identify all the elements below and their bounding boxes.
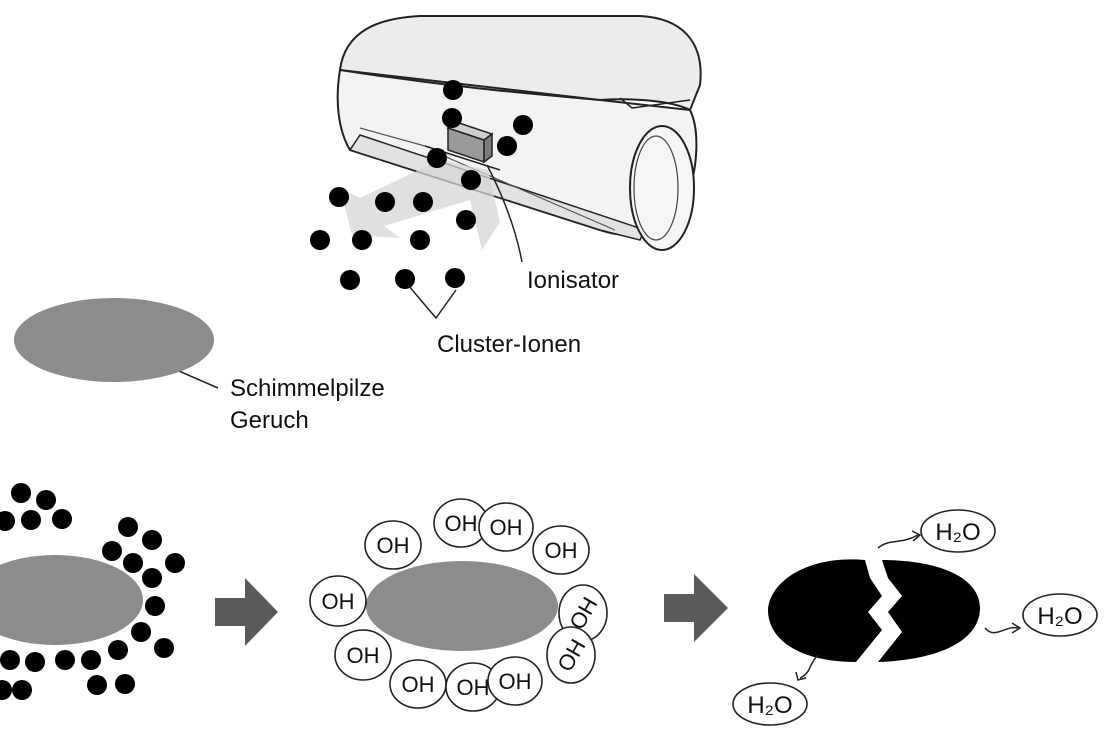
- mold-particle: [14, 298, 214, 382]
- positive-ion-icon: [513, 115, 533, 135]
- stage-ions-attach: [0, 483, 185, 700]
- negative-ion-icon: [123, 553, 143, 573]
- positive-ion-icon: [410, 230, 430, 250]
- positive-ion-icon: [461, 170, 481, 190]
- oh-radical: OH: [532, 525, 590, 575]
- oh-radical: OH: [433, 498, 489, 548]
- positive-ion-icon: [165, 553, 185, 573]
- broken-particle-right: [878, 560, 980, 662]
- positive-ion-icon: [0, 511, 15, 531]
- air-conditioner-unit: [336, 15, 702, 251]
- oh-radical: OH: [546, 626, 596, 684]
- oh-radical: OH: [309, 575, 367, 627]
- oh-radical: OH: [487, 656, 543, 706]
- process-arrow-icon: [215, 578, 278, 646]
- negative-ion-icon: [21, 510, 41, 530]
- positive-ion-icon: [445, 268, 465, 288]
- cluster-ions-label: Cluster-Ionen: [437, 331, 581, 358]
- negative-ion-icon: [497, 136, 517, 156]
- oh-radical-group: OH OH OH OH OH OH: [309, 498, 608, 712]
- water-molecule: H₂O: [877, 509, 996, 553]
- negative-ion-icon: [115, 674, 135, 694]
- positive-ion-icon: [413, 192, 433, 212]
- broken-particle-left: [768, 559, 882, 662]
- positive-ion-icon: [310, 230, 330, 250]
- mold-particle-with-oh: [366, 561, 558, 651]
- oh-radical: OH: [334, 629, 392, 681]
- oh-radical: OH: [389, 659, 447, 709]
- positive-ion-icon: [102, 541, 122, 561]
- water-molecule: H₂O: [984, 593, 1098, 637]
- positive-ion-icon: [25, 652, 45, 672]
- water-label: H₂O: [935, 519, 980, 546]
- positive-ion-icon: [329, 187, 349, 207]
- oh-label: OH: [322, 589, 355, 614]
- mold-particle-with-ions: [0, 555, 143, 645]
- oh-label: OH: [402, 672, 435, 697]
- oh-label: OH: [347, 643, 380, 668]
- negative-ion-icon: [375, 192, 395, 212]
- mold-label: Schimmelpilze: [230, 375, 385, 402]
- oh-radical: OH: [445, 662, 501, 712]
- negative-ion-icon: [427, 148, 447, 168]
- process-arrow-icon: [664, 574, 728, 642]
- oh-label: OH: [499, 669, 532, 694]
- positive-ion-icon: [87, 675, 107, 695]
- negative-ion-icon: [108, 640, 128, 660]
- oh-label: OH: [545, 538, 578, 563]
- stage-hydroxyl: OH OH OH OH OH OH: [309, 498, 608, 712]
- negative-ion-icon: [395, 269, 415, 289]
- oh-label: OH: [377, 533, 410, 558]
- negative-ion-icon: [142, 530, 162, 550]
- positive-ion-icon: [442, 108, 462, 128]
- negative-ion-icon: [443, 80, 463, 100]
- positive-ion-icon: [52, 509, 72, 529]
- positive-ion-icon: [81, 650, 101, 670]
- positive-ion-icon: [131, 622, 151, 642]
- negative-ion-icon: [340, 270, 360, 290]
- oh-radical: OH: [364, 520, 422, 570]
- negative-ion-icon: [11, 483, 31, 503]
- oh-label: OH: [490, 515, 523, 540]
- odor-label: Geruch: [230, 407, 309, 434]
- positive-ion-icon: [118, 517, 138, 537]
- stage-decomposed: H₂O H₂O H₂O: [732, 509, 1098, 726]
- oh-radical: OH: [478, 502, 534, 552]
- negative-ion-icon: [456, 210, 476, 230]
- positive-ion-icon: [154, 638, 174, 658]
- positive-ion-icon: [36, 490, 56, 510]
- water-molecule: H₂O: [732, 654, 819, 726]
- water-label: H₂O: [1037, 603, 1082, 630]
- oh-label: OH: [445, 511, 478, 536]
- oh-label: OH: [457, 675, 490, 700]
- negative-ion-icon: [0, 650, 20, 670]
- water-label: H₂O: [747, 692, 792, 719]
- positive-ion-icon: [142, 568, 162, 588]
- negative-ion-icon: [12, 680, 32, 700]
- negative-ion-icon: [352, 230, 372, 250]
- negative-ion-icon: [145, 596, 165, 616]
- positive-ion-icon: [0, 680, 12, 700]
- ionizer-label: Ionisator: [527, 267, 619, 294]
- negative-ion-icon: [55, 650, 75, 670]
